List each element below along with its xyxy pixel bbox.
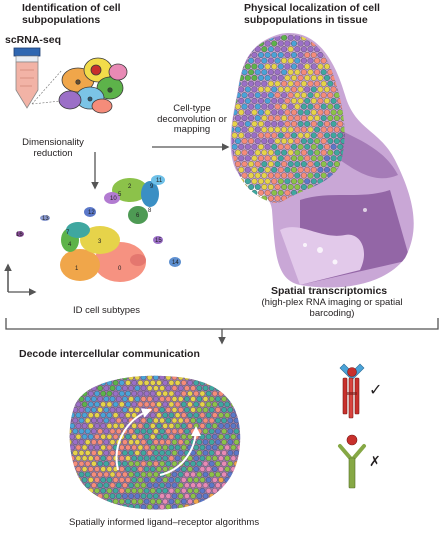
bracket-line [5, 318, 439, 330]
umap-label-2: 2 [128, 184, 132, 190]
decode-title: Decode intercellular communication [19, 348, 200, 360]
umap-label-13: 13 [42, 216, 49, 222]
umap-label-7: 7 [66, 230, 70, 236]
cell-cluster-icon [58, 57, 128, 114]
umap-plot [4, 175, 181, 292]
identification-title: Identification of cell subpopulations [22, 2, 121, 26]
algorithms-label: Spatially informed ligand–receptor algor… [69, 517, 260, 528]
cross-mark: ✗ [369, 453, 381, 469]
umap-label-3: 3 [98, 239, 102, 245]
ligand-receptor-mismatch-icon [338, 434, 366, 489]
umap-label-5: 5 [118, 192, 122, 198]
id-cell-subtypes-label: ID cell subtypes [73, 305, 141, 316]
signal-arrow-1 [115, 408, 152, 471]
umap-label-1: 1 [75, 266, 79, 272]
spatial-transcriptomics-title: Spatial transcriptomics [271, 285, 388, 297]
umap-label-6: 6 [136, 213, 140, 219]
umap-label-11: 11 [156, 178, 163, 184]
deconvolution-label: Cell-type deconvolution or mapping [157, 103, 227, 136]
umap-label-15: 15 [155, 238, 162, 244]
physical-localization-title: Physical localization of cell subpopulat… [244, 2, 380, 26]
umap-label-16: 16 [16, 232, 23, 238]
umap-label-12: 12 [88, 210, 95, 216]
umap-label-14: 14 [172, 260, 179, 266]
umap-label-4: 4 [68, 242, 72, 248]
check-mark: ✓ [369, 382, 383, 399]
dimensionality-reduction-label: Dimensionality reduction [22, 137, 84, 159]
signal-arrow-2 [159, 426, 201, 476]
umap-label-10: 10 [110, 196, 117, 202]
scrna-seq-label: scRNA-seq [5, 34, 62, 46]
umap-label-8: 8 [148, 208, 152, 214]
umap-label-9: 9 [150, 184, 154, 190]
ligand-receptor-match-icon [339, 363, 365, 419]
umap-label-0: 0 [118, 266, 122, 272]
spatial-transcriptomics-detail: (high-plex RNA imaging or spatial barcod… [261, 297, 403, 319]
sample-tube-icon [13, 47, 41, 109]
